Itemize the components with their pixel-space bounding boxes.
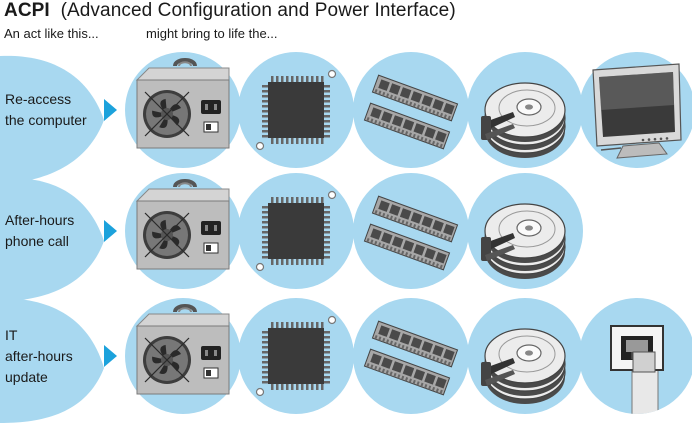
trigger-label-line: phone call (5, 233, 69, 249)
hard-disk-icon (481, 328, 566, 404)
trigger-label-line: update (5, 368, 48, 385)
ram-modules-icon (363, 320, 459, 396)
cpu-chip-icon (255, 315, 337, 397)
component-icons (104, 58, 682, 414)
ram-modules-icon (363, 74, 459, 150)
title-expansion: (Advanced Configuration and Power Interf… (60, 0, 456, 21)
power-supply-icon (135, 179, 230, 270)
monitor-icon (592, 63, 682, 159)
diagram-title: ACPI (Advanced Configuration and Power I… (4, 0, 456, 22)
row-1-label-bubble (0, 55, 104, 184)
ram-modules-icon (363, 195, 459, 271)
power-supply-icon (135, 304, 230, 395)
cpu-chip-icon (255, 190, 337, 272)
row-3-arrow-icon (104, 345, 117, 367)
trigger-label-line: Re-access (5, 91, 72, 107)
row-1-trigger-label: Re-access the computer (5, 89, 87, 131)
power-supply-icon (135, 58, 230, 149)
trigger-label-line: IT (5, 326, 18, 343)
subtitle-result: might bring to life the... (146, 26, 278, 41)
trigger-label-line: after-hours (5, 347, 73, 364)
row-3-trigger-label: IT after-hours update (5, 325, 73, 388)
trigger-label-line: After-hours (5, 212, 75, 228)
hard-disk-icon (481, 82, 566, 158)
title-acronym: ACPI (4, 0, 50, 21)
row-bubbles (0, 52, 692, 423)
cpu-chip-icon (255, 69, 337, 151)
hard-disk-icon (481, 203, 566, 279)
row-3-label-bubble (0, 298, 104, 423)
row-2-label-bubble (0, 177, 104, 302)
subtitle-action: An act like this... (4, 26, 99, 41)
trigger-label-line: the computer (5, 112, 87, 128)
row-2-trigger-label: After-hours phone call (5, 210, 74, 252)
row-1-arrow-icon (104, 99, 117, 121)
network-port-icon (610, 325, 664, 414)
row-2-arrow-icon (104, 220, 117, 242)
